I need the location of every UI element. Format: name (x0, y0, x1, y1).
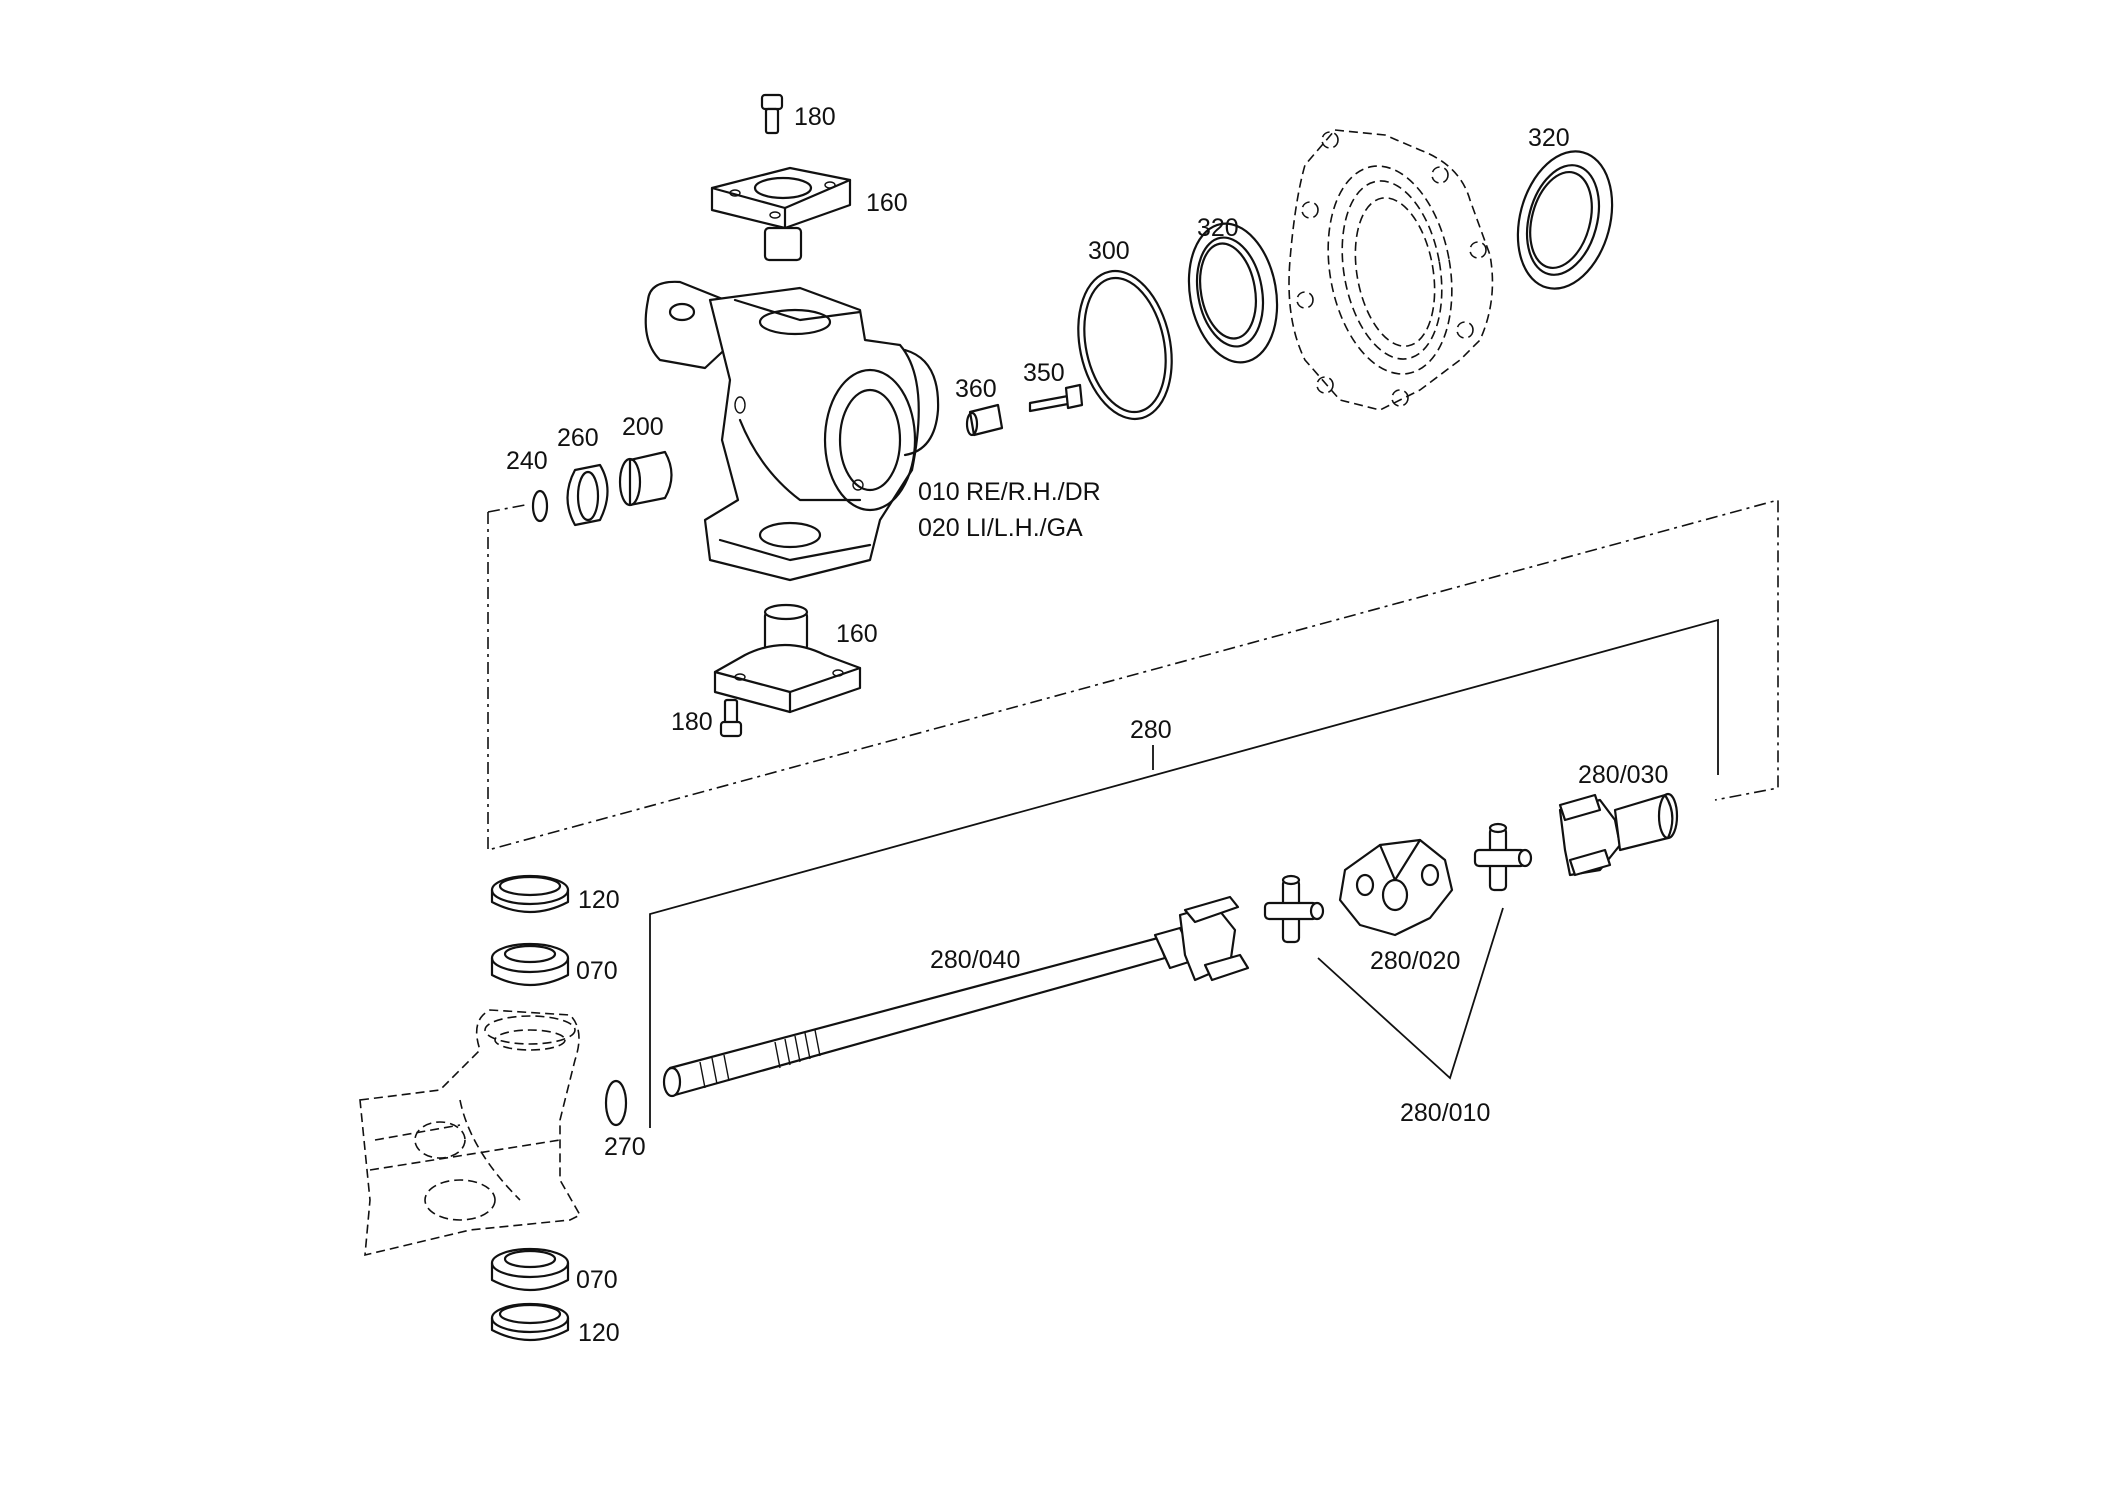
label-300: 300 (1088, 237, 1130, 265)
bearing-070-bottom (490, 1247, 570, 1292)
bolt-350 (1028, 383, 1084, 413)
king-pin-cap-160-bottom (713, 603, 862, 714)
bearing-260 (566, 463, 609, 527)
axle-housing-phantom (359, 1009, 582, 1257)
label-020-side: LI/L.H./GA (966, 514, 1083, 542)
label-280-040: 280/040 (930, 946, 1020, 974)
label-360: 360 (955, 375, 997, 403)
label-010: 010 (918, 478, 960, 506)
label-200: 200 (622, 413, 664, 441)
label-070-bottom: 070 (576, 1266, 618, 1294)
snap-ring-240 (531, 489, 549, 523)
leader-280-010 (1317, 907, 1504, 1080)
label-280-030: 280/030 (1578, 761, 1668, 789)
steering-knuckle-010-020 (644, 280, 940, 582)
seal-ring-320-b (1516, 150, 1614, 290)
seal-120-top (490, 874, 570, 914)
label-010-side: RE/R.H./DR (966, 478, 1101, 506)
snap-ring-270 (604, 1079, 628, 1127)
axle-shaft-280-040 (662, 895, 1250, 1098)
label-350: 350 (1023, 359, 1065, 387)
label-020: 020 (918, 514, 960, 542)
label-160-top: 160 (866, 189, 908, 217)
assembly-boundary-dashed (487, 498, 1779, 852)
label-280-010: 280/010 (1400, 1099, 1490, 1127)
wheel-hub-phantom (1288, 129, 1494, 411)
bolt-180-bottom (719, 698, 743, 738)
label-270: 270 (604, 1133, 646, 1161)
label-160-bottom: 160 (836, 620, 878, 648)
cross-280-010-left (1263, 874, 1325, 944)
label-120-bottom: 120 (578, 1319, 620, 1347)
label-260: 260 (557, 424, 599, 452)
label-120-top: 120 (578, 886, 620, 914)
label-280-020: 280/020 (1370, 947, 1460, 975)
cross-280-010-right (1473, 822, 1533, 892)
label-320-a: 320 (1197, 214, 1239, 242)
label-070-top: 070 (576, 957, 618, 985)
seal-ring-320-a (1187, 222, 1279, 364)
seal-ring-300 (1077, 269, 1173, 421)
assembly-boundary-dashed-top (487, 504, 526, 513)
bearing-070-top (490, 942, 570, 987)
king-pin-cap-160-top (710, 166, 852, 262)
shaft-group-bracket (649, 618, 1719, 1128)
bolt-180-top (760, 93, 784, 135)
label-180-bottom: 180 (671, 708, 713, 736)
label-180-top: 180 (794, 103, 836, 131)
label-320-b: 320 (1528, 124, 1570, 152)
stub-yoke-280-030 (1558, 792, 1679, 877)
sleeve-360 (965, 403, 1004, 437)
seal-120-bottom (490, 1302, 570, 1342)
center-yoke-280-020 (1338, 838, 1454, 937)
label-240: 240 (506, 447, 548, 475)
bushing-200 (618, 450, 673, 507)
label-280: 280 (1130, 716, 1172, 744)
